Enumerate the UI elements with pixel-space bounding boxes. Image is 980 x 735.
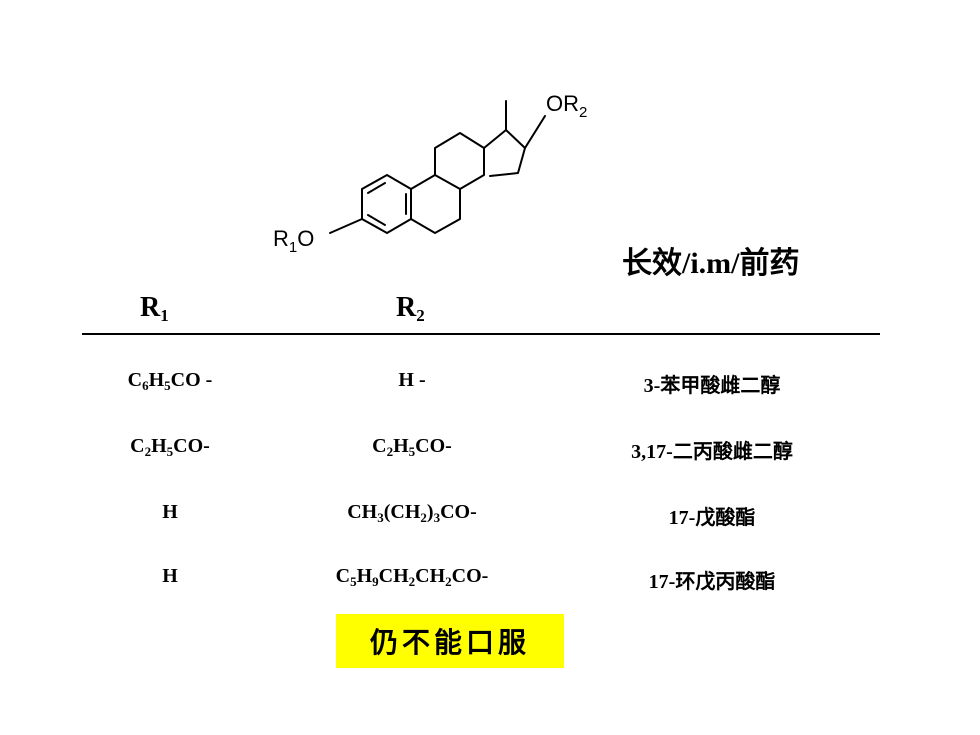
table-row: C2H5CO- C2H5CO- 3,17-二丙酸雌二醇 [0, 435, 980, 475]
r2-cell: C2H5CO- [372, 435, 452, 459]
table-row: C6H5CO - H - 3-苯甲酸雌二醇 [0, 369, 980, 409]
r2-cell: C5H9CH2CH2CO- [335, 565, 489, 589]
r1-cell: C6H5CO - [127, 369, 213, 393]
r2-cell: H - [398, 369, 426, 391]
r2-cell: CH3(CH2)3CO- [347, 501, 477, 525]
column-header-r1: R1 [140, 292, 169, 325]
compound-name-cell: 3,17-二丙酸雌二醇 [631, 441, 793, 463]
r1o-bond [329, 218, 363, 234]
compound-name-cell: 17-戊酸酯 [668, 507, 756, 529]
r1-cell: H [162, 565, 178, 587]
or2-bond [524, 115, 546, 149]
table-row: H C5H9CH2CH2CO- 17-环戊丙酸酯 [0, 565, 980, 605]
oral-note-badge: 仍不能口服 [336, 614, 564, 668]
steroid-structure-diagram: OR2 R1O [273, 91, 587, 256]
prodrug-heading: 长效/i.m/前药 [622, 247, 800, 280]
column-header-r2: R2 [396, 292, 425, 325]
r1-cell: H [162, 501, 178, 523]
r1o-label: R1O [273, 226, 314, 256]
ring-b [410, 174, 461, 234]
r1-cell: C2H5CO- [130, 435, 210, 459]
ring-c [434, 132, 485, 190]
ring-a [361, 174, 412, 234]
table-row: H CH3(CH2)3CO- 17-戊酸酯 [0, 501, 980, 541]
compound-name-cell: 3-苯甲酸雌二醇 [643, 375, 781, 397]
or2-label: OR2 [546, 91, 587, 121]
compound-name-cell: 17-环戊丙酸酯 [648, 571, 776, 593]
ring-d [483, 129, 526, 177]
header-divider [82, 333, 880, 335]
